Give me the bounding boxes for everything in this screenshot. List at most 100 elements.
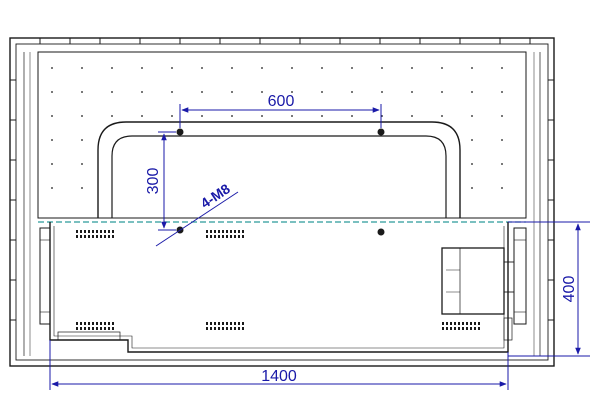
vent-slot (242, 327, 244, 330)
screw-dot (141, 67, 143, 69)
screw-dot (411, 91, 413, 93)
mount-hole-center (377, 228, 385, 236)
vent-slot (222, 327, 224, 330)
inner-frame (15, 43, 549, 361)
vent-slot (210, 327, 212, 330)
vent-slot (96, 230, 98, 233)
vent-slot (92, 322, 94, 325)
vent-slot (226, 322, 228, 325)
vent-slot (462, 322, 464, 325)
screw-hole-grid (51, 67, 503, 189)
vent-slot (112, 322, 114, 325)
vent-slot (214, 230, 216, 233)
vent-slot (474, 322, 476, 325)
vent-slot (218, 235, 220, 238)
screw-dot (471, 115, 473, 117)
vent-slot (230, 235, 232, 238)
vent-slot (234, 230, 236, 233)
screw-dot (321, 91, 323, 93)
screw-dot (321, 115, 323, 117)
vent-slot (80, 230, 82, 233)
vent-slot (222, 322, 224, 325)
vent-slot (108, 327, 110, 330)
dim-1400-label: 1400 (261, 368, 297, 385)
vent-slot (206, 230, 208, 233)
vent-slot (104, 322, 106, 325)
vent-slot (100, 230, 102, 233)
screw-dot (321, 67, 323, 69)
screw-dot (201, 115, 203, 117)
screw-dot (351, 91, 353, 93)
vent-slot (222, 235, 224, 238)
vent-slot (458, 327, 460, 330)
io-connector-box (441, 247, 505, 315)
screw-dot (351, 67, 353, 69)
screw-dot (141, 91, 143, 93)
vent-slot (242, 322, 244, 325)
vent-slot (474, 327, 476, 330)
frame-ticks (10, 38, 554, 321)
vent-slot (92, 235, 94, 238)
screw-dot (501, 67, 503, 69)
screw-dot (471, 139, 473, 141)
vent-slot (478, 327, 480, 330)
screw-dot (171, 91, 173, 93)
screw-dot (381, 115, 383, 117)
lower-housing (39, 222, 527, 353)
screw-dot (411, 115, 413, 117)
vent-slot (242, 235, 244, 238)
screw-dot (171, 67, 173, 69)
vent-slot (84, 327, 86, 330)
screw-dot (51, 163, 53, 165)
vent-slot (84, 235, 86, 238)
vent-slot (226, 327, 228, 330)
screw-dot (291, 91, 293, 93)
vent-slot (206, 235, 208, 238)
vent-slot (112, 230, 114, 233)
vent-slot (104, 327, 106, 330)
vent-slot (96, 327, 98, 330)
vent-slot (76, 322, 78, 325)
screw-dot (441, 115, 443, 117)
screw-dot (81, 139, 83, 141)
screw-dot (441, 67, 443, 69)
screw-dot (201, 91, 203, 93)
vent-slot (88, 327, 90, 330)
vent-slot (108, 235, 110, 238)
screw-dot (501, 139, 503, 141)
tv-body (9, 37, 555, 367)
vent-slot (84, 322, 86, 325)
vent-slot (462, 327, 464, 330)
screw-dot (111, 115, 113, 117)
screw-dot (111, 67, 113, 69)
vent-slot (238, 327, 240, 330)
screw-dot (231, 91, 233, 93)
screw-dot (51, 91, 53, 93)
mount-hole-top-left (176, 128, 184, 136)
vent-slot (238, 230, 240, 233)
vent-slot (238, 322, 240, 325)
vent-slot (80, 322, 82, 325)
screw-dot (471, 91, 473, 93)
vent-slot (210, 322, 212, 325)
vent-slot (100, 327, 102, 330)
vent-slot (446, 327, 448, 330)
screw-dot (381, 91, 383, 93)
screw-dot (51, 115, 53, 117)
screw-dot (471, 187, 473, 189)
mounting-bracket (97, 121, 461, 218)
vent-slot (206, 322, 208, 325)
screw-dot (201, 67, 203, 69)
screw-dot (501, 115, 503, 117)
vent-slot (226, 235, 228, 238)
screw-dot (51, 67, 53, 69)
vent-slot (206, 327, 208, 330)
screw-dot (231, 115, 233, 117)
vent-slot (100, 322, 102, 325)
screw-dot (81, 163, 83, 165)
vent-slot (442, 322, 444, 325)
vent-slot (226, 230, 228, 233)
vent-slot (442, 327, 444, 330)
vent-slot (218, 322, 220, 325)
vent-slot (450, 327, 452, 330)
